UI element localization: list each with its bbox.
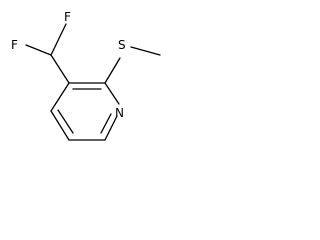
atom-label-f-left: F — [11, 38, 18, 52]
bond-c4-c3 — [50, 82, 70, 112]
atom-label-f-top: F — [64, 10, 71, 24]
atom-label-n: N — [115, 106, 124, 120]
bond-c5-c4 — [50, 110, 70, 141]
molecule-structure: F F S N — [11, 10, 161, 141]
methylthio-group — [104, 46, 161, 84]
atom-label-s: S — [118, 38, 126, 52]
bond-cf2-f-top — [50, 23, 67, 56]
bond-c3-cf2 — [50, 54, 70, 84]
bond-c5-c4-inner — [57, 109, 74, 134]
bond-s-ch3 — [130, 46, 161, 56]
bond-cf2-f-left — [25, 44, 52, 56]
bond-c2-n1 — [104, 82, 120, 105]
difluoromethyl-group — [25, 23, 70, 84]
bond-n1-c6-inner — [100, 113, 112, 134]
bond-n1-c6 — [104, 115, 118, 141]
pyridine-ring — [50, 82, 120, 141]
bond-c2-s — [104, 57, 121, 84]
